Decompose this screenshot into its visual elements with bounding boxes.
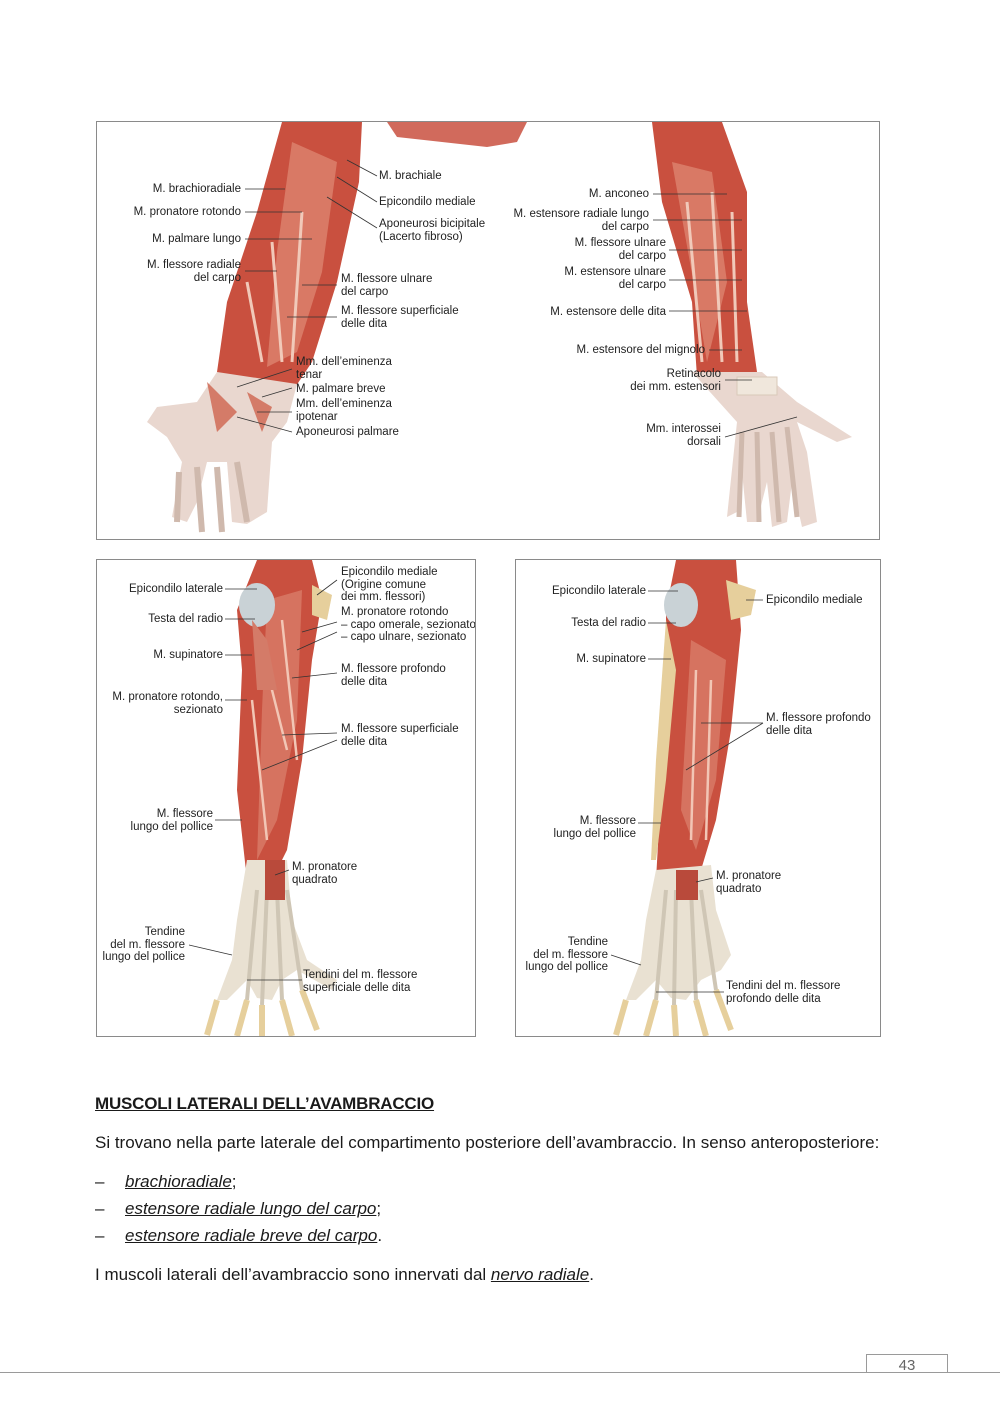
label-interossei-dorsali: Mm. interossei dorsali: [646, 423, 721, 448]
list-punct: .: [377, 1226, 383, 1245]
label-estensore-mignolo: M. estensore del mignolo: [576, 344, 705, 356]
label-tendini-flessore-superficiale: Tendini del m. flessore superficiale del…: [303, 969, 418, 994]
label-epicondilo-laterale: Epicondilo laterale: [129, 583, 223, 595]
label-flessore-ulnare-carpo: M. flessore ulnare del carpo: [341, 273, 433, 298]
label-flessore-ulnare-carpo-post: M. flessore ulnare del carpo: [574, 237, 666, 262]
label-estensore-radiale-lungo: M. estensore radiale lungo del carpo: [513, 208, 649, 233]
footer-rule: [0, 1372, 1000, 1373]
label-supinatore-r: M. supinatore: [576, 653, 646, 665]
list-term-brachioradiale: brachioradiale: [125, 1172, 232, 1191]
label-flessore-superficiale-dita: M. flessore superficiale delle dita: [341, 305, 459, 330]
deep-flexors-illustration-left: [188, 560, 338, 1036]
label-palmare-lungo: M. palmare lungo: [152, 233, 241, 245]
label-testa-radio: Testa del radio: [148, 613, 223, 625]
page-number: 43: [866, 1354, 948, 1374]
intro-paragraph: Si trovano nella parte laterale del comp…: [95, 1133, 880, 1152]
label-brachioradiale: M. brachioradiale: [152, 183, 241, 195]
innervation-term: nervo radiale: [490, 1265, 590, 1284]
label-brachiale: M. brachiale: [379, 170, 442, 182]
label-epicondilo-mediale-r: Epicondilo mediale: [766, 594, 863, 606]
section-heading: MUSCOLI LATERALI DELL’AVAMBRACCIO: [95, 1094, 435, 1113]
label-aponeurosi-palmare: Aponeurosi palmare: [296, 426, 399, 438]
label-anconeo: M. anconeo: [588, 188, 649, 200]
label-estensore-dita: M. estensore delle dita: [550, 306, 666, 318]
deep-flexors-illustration-right: [610, 560, 764, 1036]
label-flessore-radiale-carpo: M. flessore radiale del carpo: [147, 259, 241, 284]
label-pronatore-quadrato-r: M. pronatore quadrato: [716, 870, 782, 895]
label-flessore-lungo-pollice: M. flessore lungo del pollice: [130, 808, 213, 833]
label-pronatore-quadrato: M. pronatore quadrato: [292, 861, 358, 886]
arm-illustrations-top: [147, 122, 852, 533]
label-estensore-ulnare-carpo: M. estensore ulnare del carpo: [564, 266, 666, 291]
anterior-forearm-illustration: [147, 122, 362, 533]
label-eminenza-tenar: Mm. dell’eminenza tenar: [296, 356, 392, 381]
label-tendine-flessore-pollice-r: Tendine del m. flessore lungo del pollic…: [525, 936, 608, 973]
label-pronatore-rotondo-capi: M. pronatore rotondo – capo omerale, sez…: [341, 606, 476, 643]
figure-bottom-right: Epicondilo laterale Testa del radio M. s…: [515, 559, 881, 1037]
label-testa-radio-r: Testa del radio: [571, 617, 646, 629]
label-tendine-flessore-pollice: Tendine del m. flessore lungo del pollic…: [102, 926, 185, 963]
figure-top: M. brachioradiale M. pronatore rotondo M…: [96, 121, 880, 540]
list-dash: –: [95, 1172, 105, 1191]
figure-bottom-left: Epicondilo laterale Testa del radio M. s…: [96, 559, 476, 1037]
label-epicondilo-mediale: Epicondilo mediale: [379, 196, 476, 208]
label-epicondilo-mediale-origine: Epicondilo mediale (Origine comune dei m…: [341, 566, 438, 603]
label-pronatore-rotondo: M. pronatore rotondo: [133, 206, 241, 218]
label-palmare-breve: M. palmare breve: [296, 383, 386, 395]
innervation-prefix: I muscoli laterali dell’avambraccio sono…: [95, 1265, 491, 1284]
label-flessore-profondo-dita-r: M. flessore profondo delle dita: [766, 712, 871, 737]
list-punct: ;: [376, 1199, 382, 1218]
label-flessore-superficiale-dita-2: M. flessore superficiale delle dita: [341, 723, 459, 748]
label-tendini-flessore-profondo: Tendini del m. flessore profondo delle d…: [726, 980, 841, 1005]
label-aponeurosi-bicipitale: Aponeurosi bicipitale (Lacerto fibroso): [379, 218, 486, 243]
label-epicondilo-laterale-r: Epicondilo laterale: [552, 585, 646, 597]
list-term-estensore-radiale-breve: estensore radiale breve del carpo: [125, 1226, 378, 1245]
label-flessore-lungo-pollice-r: M. flessore lungo del pollice: [553, 815, 636, 840]
label-retinacolo: Retinacolo dei mm. estensori: [630, 368, 721, 393]
list-dash: –: [95, 1199, 105, 1218]
label-pronatore-rotondo-sezionato: M. pronatore rotondo, sezionato: [112, 691, 223, 716]
innervation-paragraph: I muscoli laterali dell’avambraccio sono…: [95, 1265, 594, 1285]
label-supinatore: M. supinatore: [153, 649, 223, 661]
label-flessore-profondo-dita: M. flessore profondo delle dita: [341, 663, 446, 688]
list-dash: –: [95, 1226, 105, 1245]
label-eminenza-ipotenar: Mm. dell’eminenza ipotenar: [296, 398, 392, 423]
list-term-estensore-radiale-lungo: estensore radiale lungo del carpo: [125, 1199, 377, 1218]
posterior-forearm-illustration: [652, 122, 852, 527]
list-punct: ;: [231, 1172, 237, 1191]
innervation-suffix: .: [589, 1265, 594, 1284]
